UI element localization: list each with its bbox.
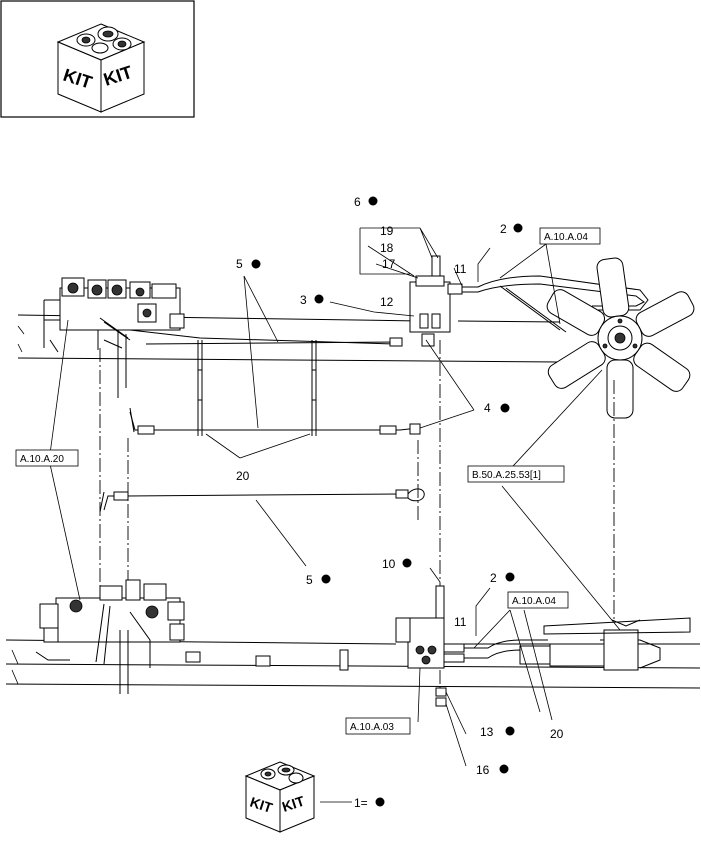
svg-text:6: 6: [354, 195, 361, 209]
lower-view: [5, 579, 701, 707]
callout-4: 4: [484, 401, 510, 415]
kit-icon: KIT KIT: [244, 761, 316, 833]
callout-20-upper: 20: [236, 469, 250, 483]
tube-5-upper: [129, 337, 421, 436]
svg-text:3: 3: [300, 293, 307, 307]
ref-box-a10a04-upper[interactable]: A.10.A.04: [539, 227, 601, 245]
svg-text:4: 4: [484, 401, 491, 415]
callout-17: 17: [382, 257, 396, 271]
callout-5-lower: 5: [306, 573, 331, 587]
ref-box-b50a2553[interactable]: B.50.A.25.53[1]: [467, 465, 565, 483]
svg-text:B.50.A.25.53[1]: B.50.A.25.53[1]: [472, 470, 541, 481]
kit-icon: KIT KIT: [56, 23, 146, 113]
svg-text:10: 10: [382, 557, 396, 571]
svg-text:A.10.A.04: A.10.A.04: [544, 232, 588, 243]
kit-box: KIT KIT: [0, 0, 195, 118]
svg-text:2: 2: [500, 222, 507, 236]
callout-20-lower: 20: [550, 727, 564, 741]
svg-text:A.10.A.04: A.10.A.04: [512, 596, 556, 607]
callout-12: 12: [380, 295, 394, 309]
legend-label: 1=: [354, 796, 368, 810]
callout-16: 16: [476, 763, 509, 777]
legend-dot: [375, 797, 385, 807]
priority-valve-lower: [395, 585, 465, 707]
svg-text:A.10.A.03: A.10.A.03: [350, 722, 394, 733]
ref-box-a10a20[interactable]: A.10.A.20: [15, 449, 79, 467]
callout-19: 19: [380, 224, 394, 238]
legend-face-left: KIT: [248, 794, 275, 816]
svg-text:13: 13: [480, 725, 494, 739]
svg-text:5: 5: [236, 257, 243, 271]
callout-6: 6: [354, 195, 378, 209]
tube-5-lower-run: [99, 488, 425, 513]
kit-legend: KIT KIT 1=: [244, 761, 385, 833]
callouts: 6 19 18 17 2 11 5 3 12 4 20 5 10: [236, 195, 564, 777]
svg-text:2: 2: [490, 571, 497, 585]
cooling-fan-upper: [546, 257, 695, 419]
control-valve-lower: [35, 579, 185, 694]
callout-11-lower: 11: [454, 615, 467, 629]
reference-boxes: A.10.A.04 A.10.A.20 B.50.A.25.53[1] A.10…: [15, 227, 601, 735]
upper-view: [17, 255, 695, 513]
leader-lines: [49, 227, 621, 803]
legend-face-right: KIT: [280, 793, 307, 815]
control-valve-upper: [43, 277, 396, 398]
ref-box-a10a04-lower[interactable]: A.10.A.04: [507, 591, 569, 609]
priority-valve-upper: [409, 255, 463, 347]
callout-2-lower: 2: [490, 571, 515, 585]
svg-text:5: 5: [306, 573, 313, 587]
callout-18: 18: [380, 241, 394, 255]
svg-text:16: 16: [476, 763, 490, 777]
callout-13: 13: [480, 725, 515, 739]
svg-text:A.10.A.20: A.10.A.20: [20, 454, 64, 465]
callout-10: 10: [382, 557, 412, 571]
callout-2-upper: 2: [500, 222, 523, 236]
fan-hoses-upper: [462, 275, 649, 333]
fan-hoses-lower: [464, 617, 691, 671]
ref-box-a10a03[interactable]: A.10.A.03: [345, 717, 411, 735]
callout-3: 3: [300, 293, 324, 307]
callout-5-upper: 5: [236, 257, 261, 271]
callout-11-upper: 11: [454, 262, 467, 276]
